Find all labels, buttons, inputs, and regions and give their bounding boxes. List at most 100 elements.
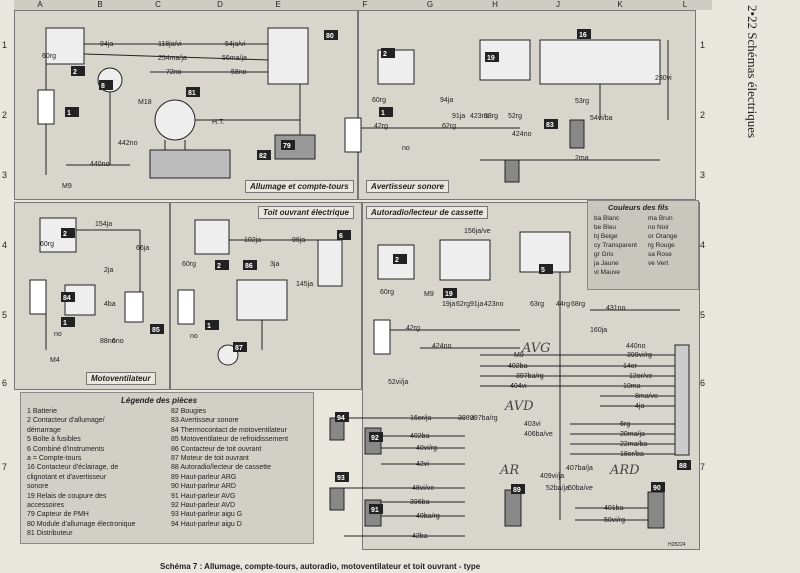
component-number: 5	[541, 267, 545, 274]
wire-label: 50vi/rg	[604, 517, 625, 524]
wire-label: M9	[424, 291, 434, 298]
legend-entry: 1 Batterie	[27, 408, 57, 415]
component-number: 90	[653, 485, 661, 492]
wire-label: 52vi/ja	[388, 379, 408, 386]
component-number-box	[61, 292, 75, 302]
grid-col-label: F	[362, 0, 368, 9]
grid-col-label: H	[492, 0, 498, 9]
component-number: 16	[579, 32, 587, 39]
wire-label: 20ma/ja	[620, 431, 645, 438]
wire-label: 60rg	[42, 53, 56, 60]
component-number-box	[65, 107, 79, 117]
wire-label: 399vi/rg	[627, 352, 652, 359]
wire-label: M9	[514, 352, 524, 359]
wire-label: 62rg	[456, 301, 470, 308]
component-number-box	[337, 230, 351, 240]
wire-label: 18or/ba	[620, 451, 644, 458]
grid-row-label: 6	[2, 378, 8, 388]
wire-label: 396ba	[410, 499, 430, 506]
wire-label: 8ma/ve	[635, 393, 658, 400]
wire-label: 66ja	[136, 245, 149, 252]
component-number-box	[243, 260, 257, 270]
wire-color-entry: rg Rouge	[648, 242, 675, 249]
wire-label: 16or/ja	[410, 415, 432, 422]
wire-label: M4	[50, 357, 60, 364]
wire-label: 254ma/ja	[158, 55, 187, 62]
grid-row-label: 5	[700, 310, 706, 320]
wire-label: 403vi	[524, 421, 541, 428]
wire-label: 53rg	[575, 98, 589, 105]
wire-label: 42rg	[406, 325, 420, 332]
grid-row-label: 4	[700, 240, 706, 250]
legend-entry: a = Compte-tours	[27, 455, 82, 462]
wire-label: 3ja	[270, 261, 279, 268]
wire-label: 154ja	[95, 221, 112, 228]
handwritten-avg: AVG	[521, 341, 551, 356]
component-number-box	[539, 264, 553, 274]
component-number: 2	[383, 51, 387, 58]
wire-color-entry: or Orange	[648, 233, 678, 240]
grid-col-label: B	[97, 0, 103, 9]
component-number: 86	[245, 263, 253, 270]
legend-entry: 82 Bougies	[171, 408, 207, 415]
component-number: 79	[283, 143, 291, 150]
wire-label: 424no	[432, 343, 452, 350]
component-number-box	[443, 288, 457, 298]
legend-entry: 93 Haut-parleur aigu G	[171, 511, 243, 519]
legend-entry: sonore	[27, 483, 49, 491]
component-number-box	[324, 30, 338, 40]
component-number: 19	[445, 291, 453, 298]
component-number: 82	[259, 153, 267, 160]
wire-label: 94ja	[440, 97, 453, 104]
component-number: 1	[63, 320, 67, 327]
legend-entry: 6 Combiné d'instruments	[27, 445, 105, 453]
wire-label: 94ja	[100, 41, 113, 48]
wire-label: 60rg	[380, 289, 394, 296]
wire-label: 42vi	[416, 461, 429, 468]
wire-label: 72no	[166, 69, 182, 76]
panel-title-allumage: Allumage et compte-tours	[245, 180, 354, 193]
wire-label: 409vi/ja	[540, 473, 564, 480]
legend-entry: 80 Module d'allumage électronique	[27, 520, 136, 528]
wire-label: 50ba/ve	[568, 485, 593, 492]
grid-col-label: J	[556, 0, 560, 9]
wire-color-entry: ja Jaune	[594, 260, 619, 267]
component-number-box	[544, 119, 558, 129]
side-title: 2•22 Schémas électriques	[745, 5, 760, 139]
wire-label: 407ba/ja	[566, 465, 593, 472]
component-number-box	[379, 107, 393, 117]
handwritten-avd: AVD	[504, 399, 534, 414]
wire-label: no	[402, 145, 410, 152]
component-number-box	[677, 460, 691, 470]
legend-entry: accessoires	[27, 502, 64, 509]
legend-entry: 83 Avertisseur sonore	[171, 417, 239, 425]
grid-row-label: 7	[700, 462, 706, 472]
legend-entry: 91 Haut-parleur AVG	[171, 492, 236, 500]
wire-color-entry: ma Brun	[648, 215, 673, 222]
component-number: 2	[217, 263, 221, 270]
component-number-box	[281, 140, 295, 150]
wire-label: 12or/ve	[629, 373, 652, 380]
stamp: H28224	[668, 542, 686, 548]
component-number: 6	[339, 233, 343, 240]
wire-label: 56ma/ja	[222, 55, 247, 62]
component-number-box	[215, 260, 229, 270]
component-number-box	[381, 48, 395, 58]
wire-label: 118ja/vi	[158, 41, 182, 48]
wire-label: 96ja	[292, 237, 305, 244]
component-number-box	[71, 66, 85, 76]
wire-label: 102ja	[244, 237, 261, 244]
wire-color-entry: no Noir	[648, 224, 669, 231]
component-number-box	[393, 254, 407, 264]
wire-label: 60rg	[182, 261, 196, 268]
grid-column-header	[14, 0, 712, 10]
component-number: 1	[67, 110, 71, 117]
wire-label: 91ja	[470, 301, 483, 308]
panel-title-toit: Toit ouvrant électrique	[258, 206, 354, 219]
component-number-box	[99, 80, 113, 90]
wire-label: no	[190, 333, 198, 340]
component-number: 80	[326, 33, 334, 40]
grid-row-label: 7	[2, 462, 8, 472]
component-number-box	[257, 150, 271, 160]
